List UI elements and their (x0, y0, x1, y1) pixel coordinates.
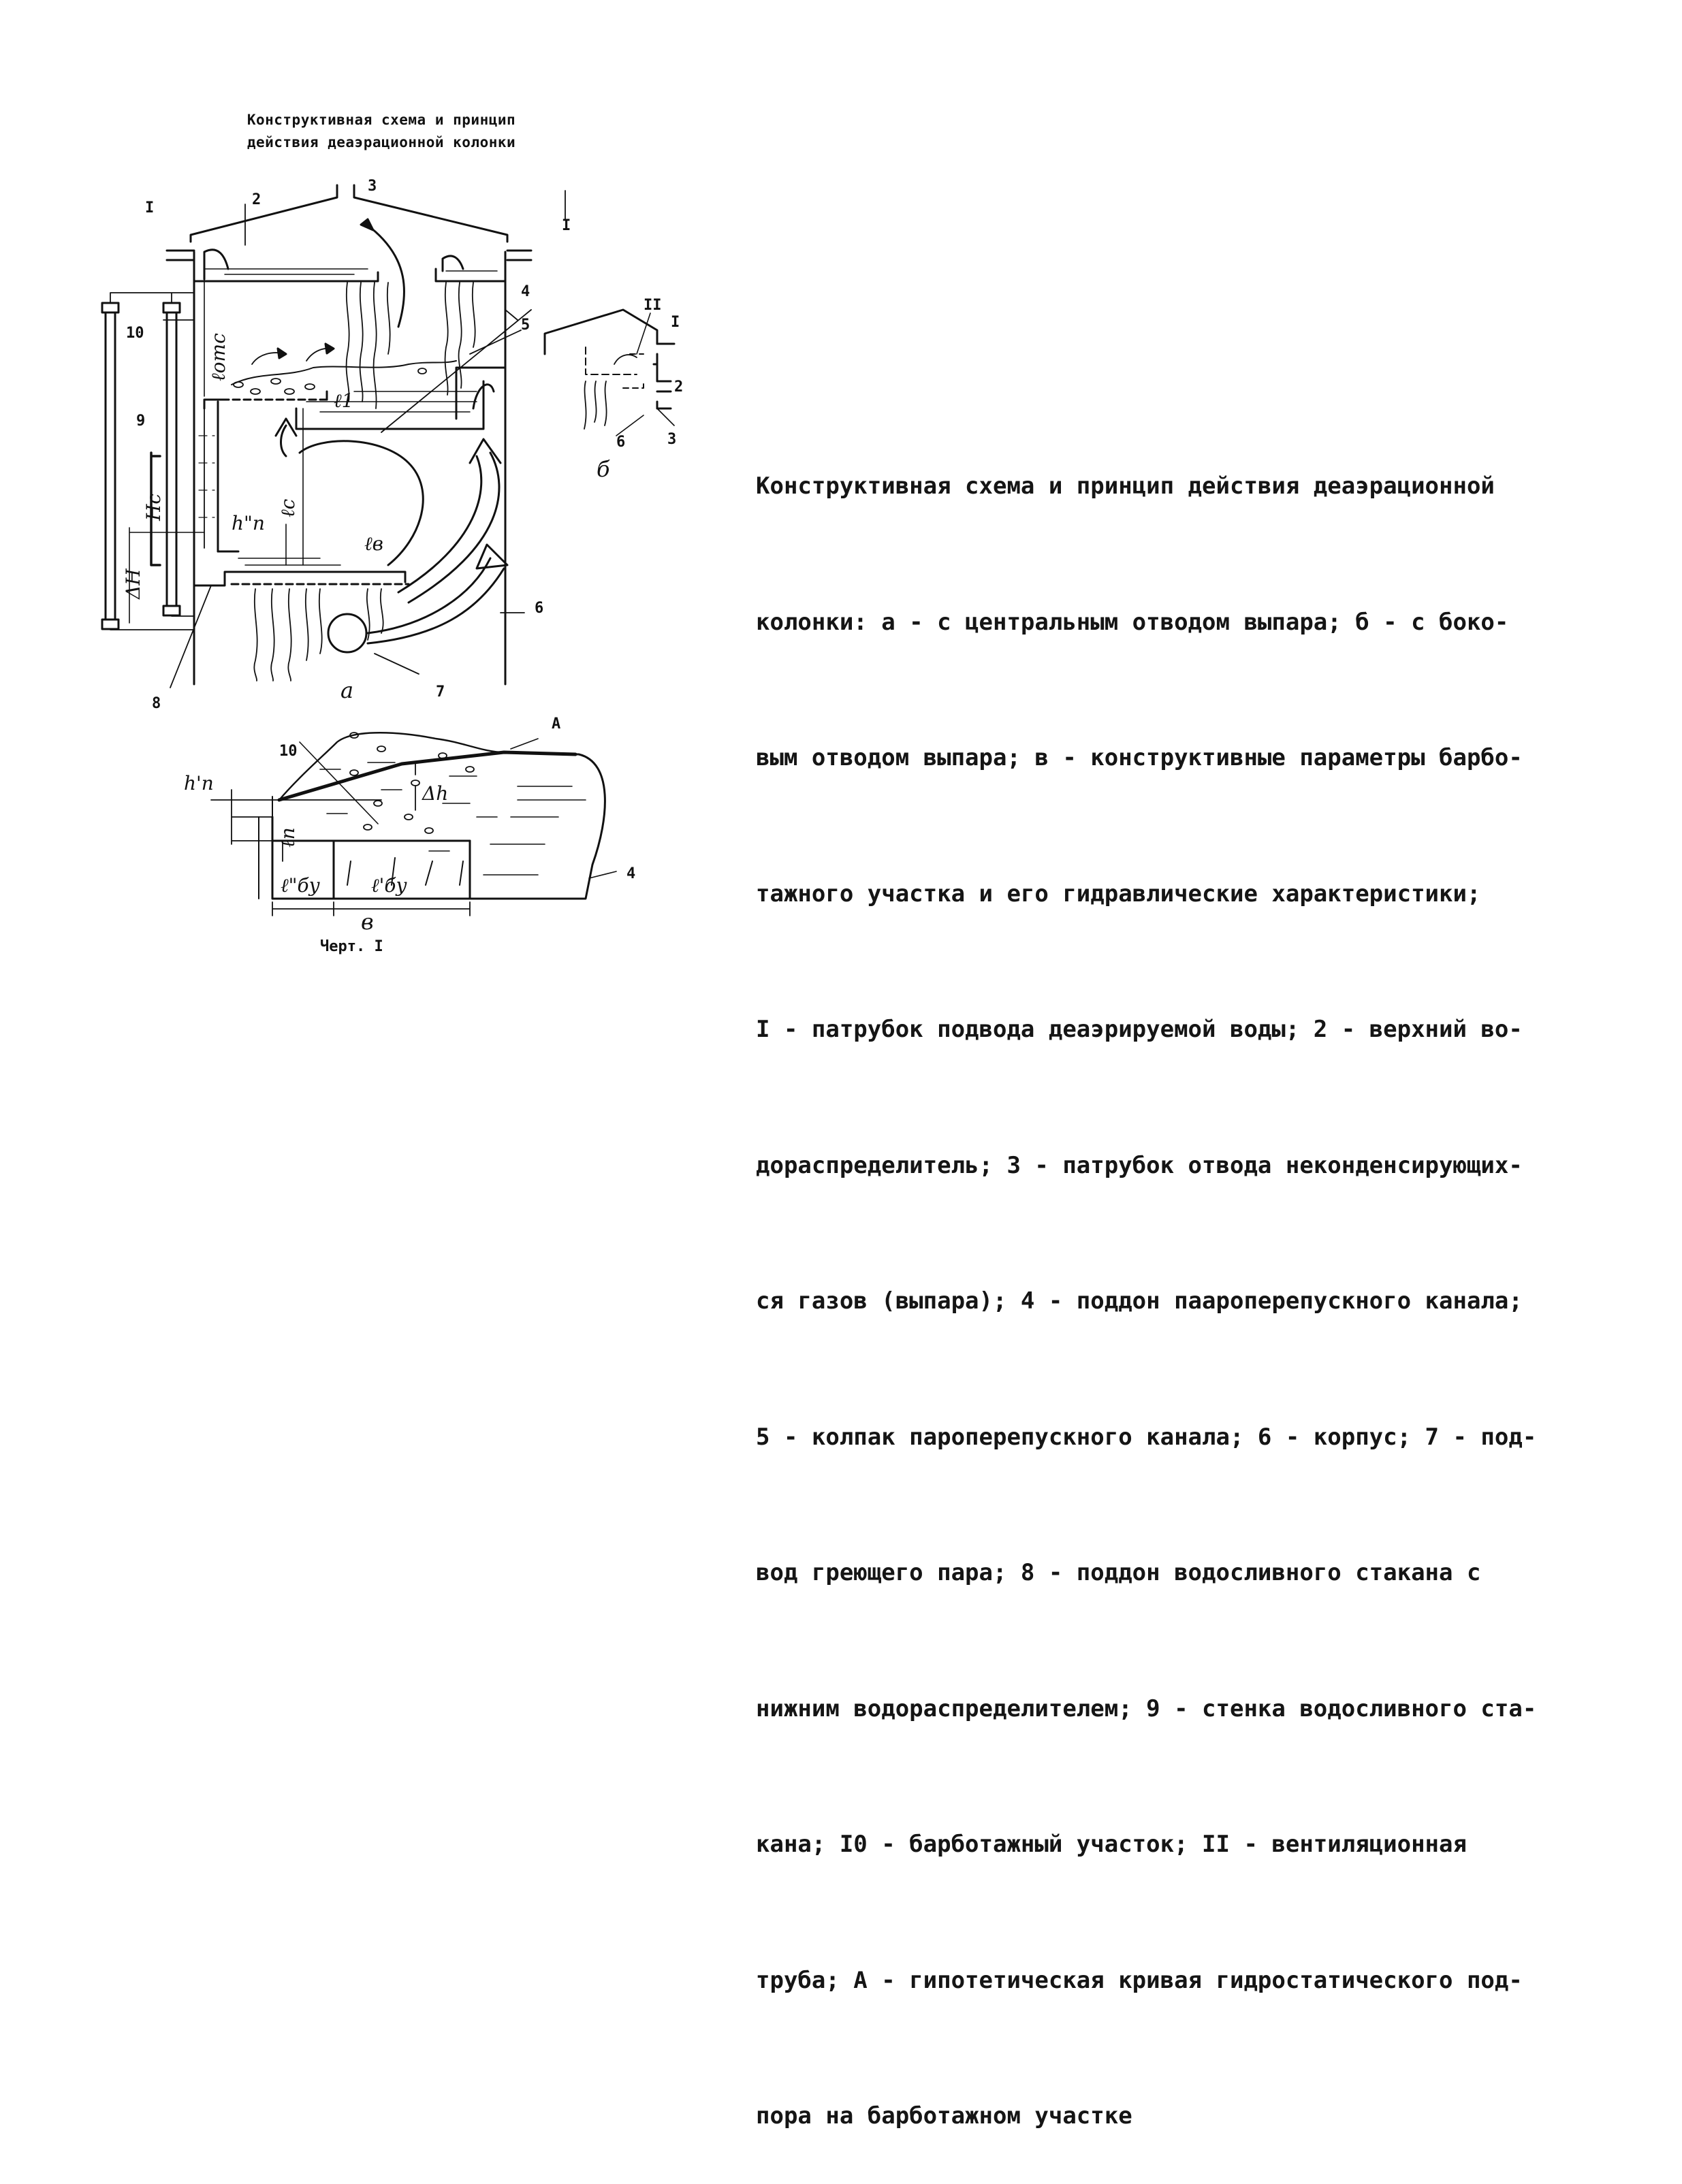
dim-l-n: ℓп (276, 827, 299, 848)
label-inlet-left: I (145, 199, 154, 216)
lower-tray-8 (193, 550, 407, 587)
label-v-A: A (552, 716, 560, 733)
upper-distributor (193, 268, 507, 283)
bubbling-layer-top (231, 360, 457, 385)
caption-line: вым отводом выпара; в - конструктивные п… (756, 744, 1523, 771)
sublabel-a: а (340, 677, 353, 703)
caption-line: пора на барботажном участке (756, 2102, 1132, 2130)
jets-lower (253, 588, 384, 681)
label-v-10: 10 (279, 743, 298, 760)
column-b-outlet (652, 342, 676, 410)
label-8: 8 (152, 695, 161, 712)
bubbling-foam-top (278, 732, 505, 801)
water-body-outline (469, 751, 606, 900)
label-5: 5 (521, 317, 530, 334)
steam-inlet-pipe-7 (327, 613, 368, 654)
caption-line: дораспределитель; 3 - патрубок отвода не… (756, 1151, 1523, 1179)
roof-left (189, 184, 338, 243)
overflow-weir-left (203, 248, 229, 280)
roof-right (353, 184, 509, 243)
vapor-flow-arrow (370, 227, 406, 328)
dim-h-n1: h'п (184, 772, 214, 794)
jets-upper (345, 282, 476, 409)
caption-line: ся газов (выпара); 4 - поддон пааропереп… (756, 1287, 1523, 1315)
dim-l-otc: ℓотс (207, 333, 229, 381)
dim-l-c: ℓс (276, 498, 299, 517)
caption-line: 5 - колпак пароперепускного канала; 6 - … (756, 1423, 1537, 1451)
chart-reference: Черт. I (320, 938, 383, 955)
caption-line: колонки: а - с центральным отводом выпар… (756, 608, 1509, 636)
caption-line: тажного участка и его гидравлические хар… (756, 880, 1481, 908)
sublabel-b: б (597, 456, 610, 482)
steam-up-arrow (280, 424, 287, 457)
bubbles-upper (233, 368, 427, 395)
dim-l-1: ℓ1 (334, 389, 353, 412)
steam-tray-4 (295, 380, 485, 430)
figure-title-line-2: действия деаэрационной колонки (247, 134, 516, 150)
caption-line: Конструктивная схема и принцип действия … (756, 472, 1495, 500)
label-b-I: I (671, 314, 680, 331)
caption-line: кана; I0 - барботажный участок; II - вен… (756, 1831, 1467, 1858)
figure-title: Конструктивная схема и принцип действия … (170, 109, 592, 154)
dim-l-v: ℓв (364, 532, 383, 555)
caption-line: I - патрубок подвода деаэрируемой воды; … (756, 1016, 1523, 1043)
inlet-pipe-left (165, 249, 195, 261)
dim-h-n2: h"п (232, 512, 265, 534)
label-b-II: II (644, 297, 662, 314)
bubbles-lower (349, 732, 475, 834)
label-b-3: 3 (667, 431, 676, 448)
level-gauge-10 (104, 308, 116, 624)
dim-l-by2: ℓ"бу (281, 874, 321, 897)
deaeration-column-diagram: I 2 3 I 4 5 10 9 6 7 8 а б в ℓотс ℓ1 ℓс … (101, 178, 683, 935)
label-3: 3 (368, 178, 377, 195)
label-6: 6 (535, 600, 543, 617)
caption-line: труба; A - гипотетическая кривая гидрост… (756, 1966, 1523, 1994)
label-7: 7 (436, 684, 445, 701)
caption-line: вод греющего пара; 8 - поддон водосливно… (756, 1559, 1481, 1586)
label-9: 9 (136, 413, 145, 430)
steam-inlet-arrow (366, 557, 505, 645)
overflow-weir-right (441, 255, 464, 272)
label-inlet-right: I (562, 217, 571, 234)
dim-H-c: Hc (142, 494, 165, 521)
water-lines (483, 786, 586, 876)
label-2: 2 (252, 191, 261, 208)
column-b-roof (543, 308, 658, 355)
dim-dH: ΔH (122, 568, 144, 600)
middle-water-lines (306, 391, 477, 413)
figure-caption: Конструктивная схема и принцип действия … (756, 373, 1614, 2184)
steam-cap-5 (455, 366, 507, 420)
sublabel-v: в (361, 909, 374, 935)
label-b-6: 6 (616, 434, 625, 451)
caption-line: нижним водораспределителем; 9 - стенка в… (756, 1695, 1537, 1722)
figure-title-line-1: Конструктивная схема и принцип (247, 112, 516, 128)
label-4: 4 (521, 283, 530, 300)
inlet-pipe-right (506, 249, 533, 261)
label-v-4: 4 (626, 865, 635, 882)
dim-dh: Δh (422, 782, 448, 805)
level-gauge-9 (165, 308, 178, 611)
upper-water-level (204, 268, 498, 275)
dim-l-by1: ℓ'бу (371, 874, 407, 897)
steam-rise-arrow (397, 451, 501, 604)
label-b-2: 2 (674, 379, 683, 396)
label-10: 10 (126, 325, 144, 342)
